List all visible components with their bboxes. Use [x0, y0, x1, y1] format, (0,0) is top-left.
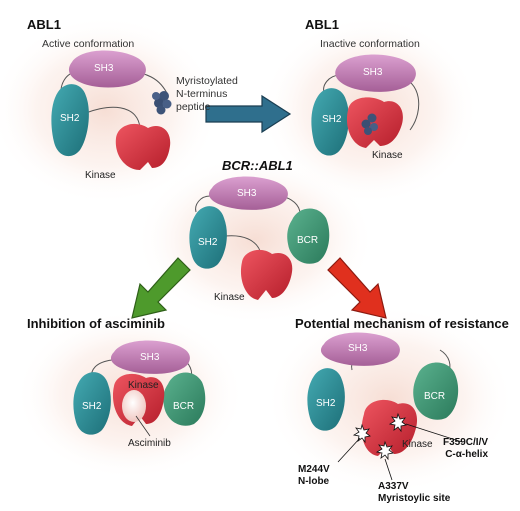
kinase-domain	[240, 249, 293, 300]
kinase-label: Kinase	[372, 150, 403, 161]
myristoyl-label-line2: N-terminus	[176, 88, 228, 100]
inactive-panel-subtitle: Inactive conformation	[320, 38, 420, 50]
mutation-star-icon	[388, 412, 407, 433]
resistance-panel-title: Potential mechanism of resistance	[295, 316, 509, 331]
mutation-site: N-lobe	[298, 476, 330, 487]
resistance-model	[307, 332, 463, 481]
kinase-label: Kinase	[214, 292, 245, 303]
sh3-label: SH3	[94, 63, 114, 74]
inactive-conformation-model	[311, 54, 420, 156]
sh3-domain	[110, 340, 190, 374]
sh2-domain	[311, 88, 349, 156]
inhibition-panel-title: Inhibition of asciminib	[27, 316, 165, 331]
bcr-label: BCR	[173, 401, 195, 412]
mutation-m244v-label: M244V N-lobe	[298, 464, 330, 488]
sh2-label: SH2	[198, 237, 218, 248]
sh3-domain	[335, 54, 416, 92]
kinase-domain	[361, 399, 418, 456]
sh3-label: SH3	[363, 67, 383, 78]
sh2-label: SH2	[322, 114, 342, 125]
myristoyl-label-line1: Myristoylated	[176, 75, 238, 87]
mutation-a337v-label: A337V Myristoylic site	[378, 481, 450, 505]
sh3-label: SH3	[348, 343, 368, 354]
active-panel-subtitle: Active conformation	[42, 38, 135, 50]
f359-leader-line	[405, 423, 463, 443]
blue-transition-arrow	[205, 94, 292, 134]
a337v-leader-line	[384, 458, 393, 481]
sh3-domain	[320, 332, 400, 366]
mutation-site: C-α-helix	[445, 449, 489, 460]
red-arrow	[327, 257, 387, 319]
sh2-label: SH2	[316, 398, 336, 409]
mutation-star-icon	[352, 423, 371, 444]
green-arrow	[131, 257, 191, 319]
myristoyl-peptide-icon	[361, 113, 378, 135]
kinase-label: Kinase	[128, 380, 159, 391]
kinase-label: Kinase	[402, 439, 433, 450]
asciminib-molecule-icon	[122, 390, 146, 422]
active-conformation-model	[51, 50, 172, 170]
bcr-domain	[163, 372, 206, 426]
sh3-label: SH3	[237, 188, 257, 199]
bcr-domain	[413, 362, 459, 420]
inactive-panel-title: ABL1	[305, 17, 339, 32]
sh2-domain	[51, 84, 89, 157]
asciminib-leader-line	[135, 415, 151, 437]
myristoyl-peptide-icon	[152, 91, 172, 115]
sh2-domain	[189, 206, 227, 269]
mutation-site: Myristoylic site	[378, 493, 451, 504]
fusion-panel-title: BCR::ABL1	[222, 158, 293, 173]
bcr-label: BCR	[297, 235, 319, 246]
sh2-label: SH2	[82, 401, 102, 412]
sh3-domain	[68, 50, 146, 88]
mutation-name: M244V	[298, 464, 330, 475]
mutation-name: A337V	[378, 481, 409, 492]
kinase-domain	[346, 97, 403, 148]
m244v-leader-line	[337, 437, 361, 463]
sh2-domain	[307, 368, 345, 431]
mutation-f359-label: F359C/I/V C-α-helix	[443, 437, 488, 461]
mutation-star-icon	[375, 440, 394, 461]
myristoyl-label-line3: peptide	[176, 101, 211, 113]
asciminib-label: Asciminib	[128, 438, 171, 449]
bcr-label: BCR	[424, 391, 446, 402]
sh2-domain	[73, 372, 111, 435]
bcr-domain	[287, 208, 330, 264]
asciminib-inhibition-model	[73, 340, 206, 437]
kinase-label: Kinase	[85, 170, 116, 181]
active-panel-title: ABL1	[27, 17, 61, 32]
kinase-domain	[115, 123, 171, 170]
sh2-label: SH2	[60, 113, 80, 124]
bcr-abl1-model	[189, 176, 330, 300]
sh3-domain	[208, 176, 288, 210]
mutation-name: F359C/I/V	[443, 437, 489, 448]
sh3-label: SH3	[140, 352, 160, 363]
